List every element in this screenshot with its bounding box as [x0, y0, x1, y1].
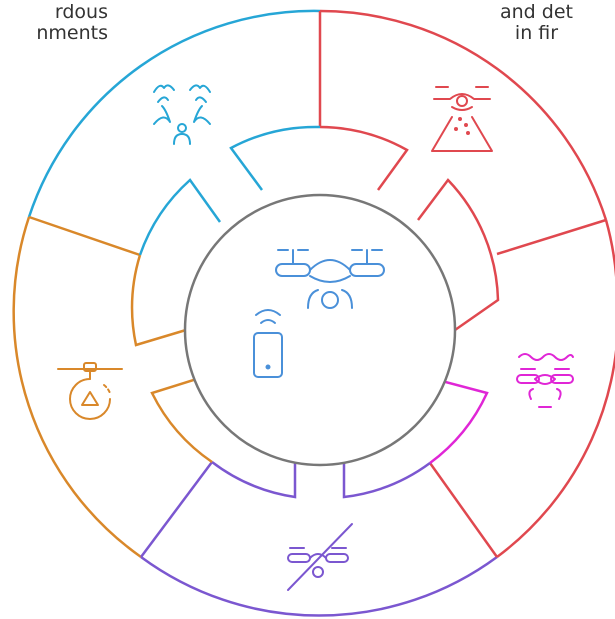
inner-arc-blue-left — [138, 178, 222, 256]
drone-water-icon — [516, 353, 574, 408]
drone-spotlight-icon — [431, 86, 493, 152]
outer-arc-red2 — [604, 219, 615, 278]
inner-arc-purple-left — [211, 449, 297, 499]
inner-arc-red — [319, 125, 409, 191]
outer-arc-red — [319, 9, 608, 221]
spoke-purple-left — [139, 461, 214, 558]
outer-arc-orange — [12, 216, 142, 559]
drone-crossed-icon — [287, 523, 353, 591]
inner-arc-orange-top — [130, 254, 187, 347]
caption-top-right: and det in fir — [500, 1, 573, 44]
center-circle — [183, 193, 457, 467]
inner-arc-orange — [150, 376, 213, 464]
caption-top-left: rdous nments — [36, 1, 108, 44]
spoke-pink-right — [428, 462, 499, 558]
outer-arc-pink — [496, 349, 615, 559]
person-fire-icon — [153, 84, 211, 145]
drone-warning-sensor-icon — [57, 362, 123, 420]
inner-arc-purple-right — [342, 444, 431, 499]
outer-arc-purple — [140, 555, 498, 617]
drone-icon — [275, 249, 385, 309]
inner-arc-blue-top — [229, 125, 321, 191]
smartphone-signal-icon — [253, 309, 283, 378]
spoke-red-right — [496, 218, 607, 256]
spoke-orange-left — [28, 215, 141, 257]
outer-arc-blue — [27, 9, 321, 218]
inner-arc-red-lower — [417, 178, 500, 332]
